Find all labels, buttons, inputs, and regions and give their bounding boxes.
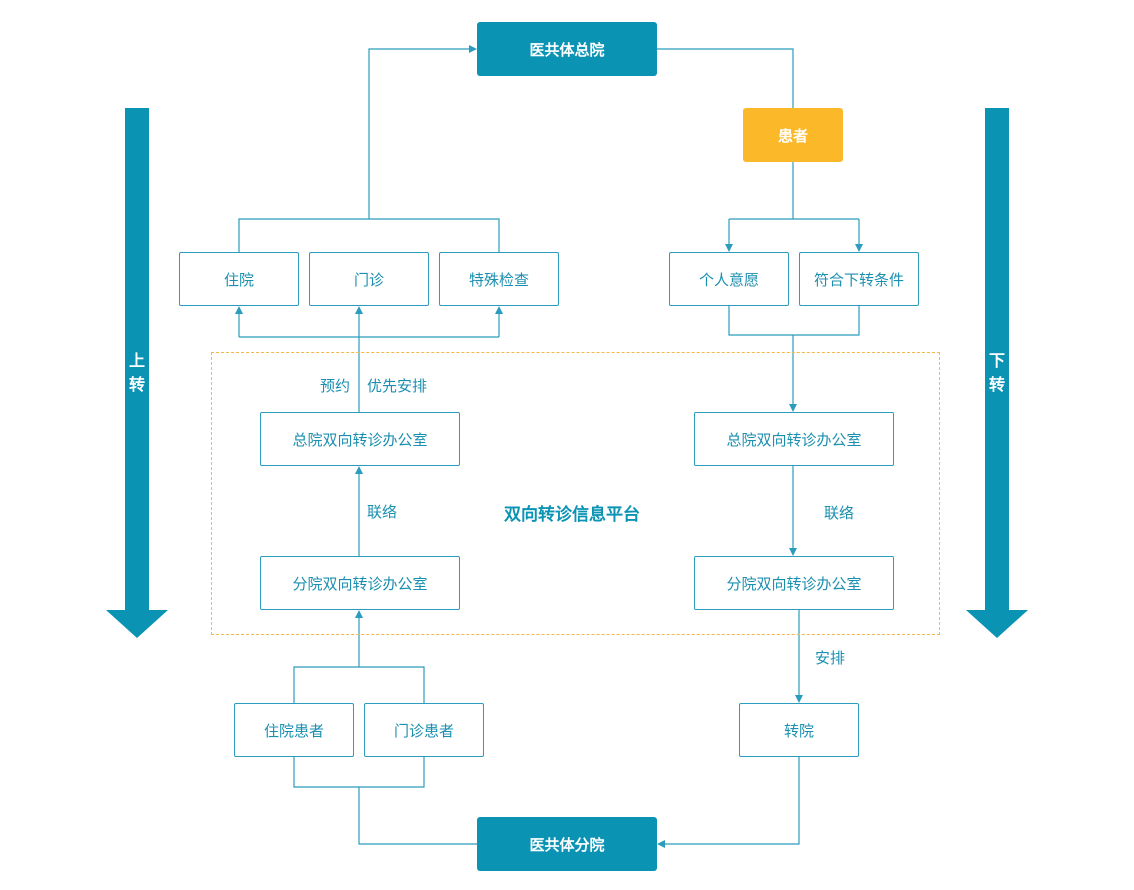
down-transfer-label: 下 转 bbox=[986, 349, 1008, 397]
up-transfer-arrow bbox=[106, 108, 168, 638]
appointment-label: 预约 bbox=[320, 377, 351, 395]
arrow-to-branch bbox=[657, 757, 800, 848]
outpatient-patients-node[interactable]: 门诊患者 bbox=[364, 703, 484, 757]
branch-office-left-node[interactable]: 分院双向转诊办公室 bbox=[260, 556, 460, 610]
up-transfer-label: 上 转 bbox=[126, 349, 148, 397]
line-hq-to-patient bbox=[657, 48, 794, 108]
down-char-1: 下 bbox=[988, 351, 1005, 370]
down-char-2: 转 bbox=[988, 375, 1005, 394]
line-branch-to-patients bbox=[358, 787, 477, 845]
special-exam-node[interactable]: 特殊检查 bbox=[439, 252, 559, 306]
line-right-merge bbox=[728, 306, 860, 336]
hq-office-right-node[interactable]: 总院双向转诊办公室 bbox=[694, 412, 894, 466]
transfer-condition-node[interactable]: 符合下转条件 bbox=[799, 252, 919, 306]
patient-node[interactable]: 患者 bbox=[743, 108, 843, 162]
line-patients-top bbox=[293, 666, 425, 703]
line-services-top bbox=[238, 218, 500, 252]
contact-left-label: 联络 bbox=[367, 503, 398, 521]
line-patients-merge bbox=[293, 757, 425, 788]
arrange-label: 安排 bbox=[815, 649, 846, 667]
up-char-2: 转 bbox=[128, 375, 145, 394]
outpatient-node[interactable]: 门诊 bbox=[309, 252, 429, 306]
inpatient-node[interactable]: 住院 bbox=[179, 252, 299, 306]
branch-office-right-node[interactable]: 分院双向转诊办公室 bbox=[694, 556, 894, 610]
hq-office-left-node[interactable]: 总院双向转诊办公室 bbox=[260, 412, 460, 466]
inpatient-patients-node[interactable]: 住院患者 bbox=[234, 703, 354, 757]
platform-region bbox=[211, 352, 940, 635]
contact-right-label: 联络 bbox=[824, 504, 855, 522]
hq-hospital-node[interactable]: 医共体总院 bbox=[477, 22, 657, 76]
arrow-to-hq bbox=[368, 45, 477, 219]
transfer-hospital-node[interactable]: 转院 bbox=[739, 703, 859, 757]
personal-wish-node[interactable]: 个人意愿 bbox=[669, 252, 789, 306]
down-transfer-arrow bbox=[966, 108, 1028, 638]
up-char-1: 上 bbox=[128, 351, 145, 370]
branch-hospital-node[interactable]: 医共体分院 bbox=[477, 817, 657, 871]
platform-title: 双向转诊信息平台 bbox=[504, 505, 640, 525]
priority-label: 优先安排 bbox=[367, 377, 428, 395]
